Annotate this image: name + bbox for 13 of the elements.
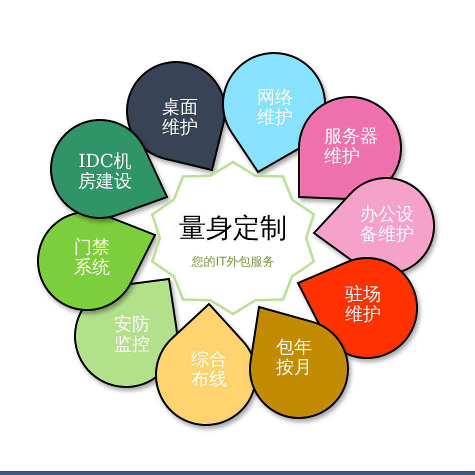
service-label: 综合布线	[190, 350, 228, 390]
teardrop-shape	[36, 210, 157, 312]
service-label: IDC机房建设	[77, 152, 133, 192]
heading-text: 量身定制	[179, 214, 287, 244]
service-label: 安防监控	[113, 314, 151, 356]
subtitle-text: 您的IT外包服务	[192, 255, 274, 269]
service-label: 服务器维护	[324, 126, 380, 168]
service-label: 门禁系统	[73, 238, 111, 278]
service-label: 网络维护	[256, 88, 294, 128]
service-label: 包年按月	[275, 338, 313, 378]
service-label: 驻场维护	[344, 284, 382, 326]
service-label: 桌面维护	[161, 98, 199, 138]
service-label: 办公设备维护	[359, 204, 415, 246]
